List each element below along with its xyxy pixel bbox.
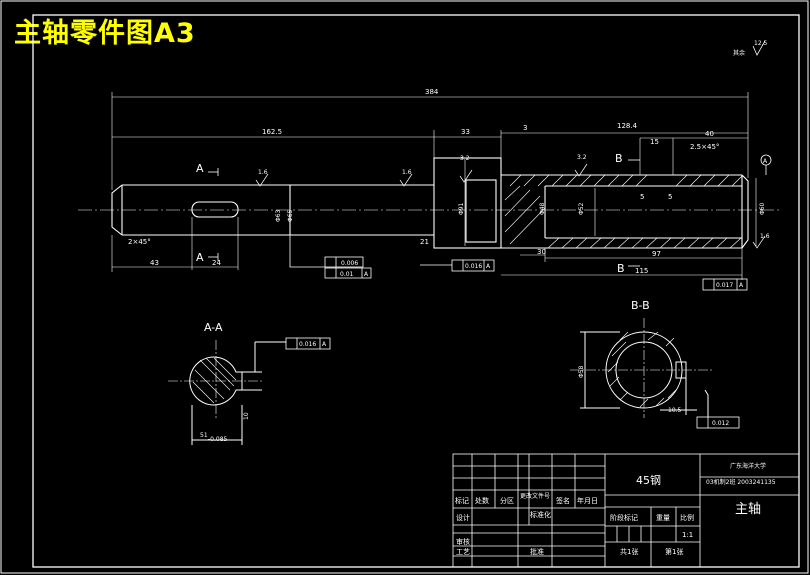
tol-datum1: A — [364, 271, 369, 278]
tol-runout3: 0.017 — [716, 282, 733, 289]
dim-40: 40 — [705, 130, 714, 138]
dim-right-section: 128.4 — [617, 122, 638, 130]
tb-change-doc: 更改文件号 — [520, 492, 550, 500]
roughness-note-value: 12.5 — [754, 40, 768, 47]
section-a-label: A-A — [204, 321, 223, 334]
tol-sym-a-datum: A — [322, 341, 327, 348]
datum-a-symbol: A — [763, 158, 768, 165]
tol-cyl1: 0.006 — [341, 260, 358, 267]
roughness-5: 1.6 — [760, 233, 770, 240]
dim-115: 115 — [635, 267, 648, 275]
tb-count: 处数 — [475, 496, 489, 505]
section-mark-a-bottom: A — [196, 251, 204, 264]
tb-mark: 标记 — [455, 496, 469, 505]
tb-scale-label: 比例 — [680, 513, 694, 522]
dim-mid-section: 33 — [461, 128, 470, 136]
section-b-view — [570, 318, 714, 418]
roughness-2: 1.6 — [402, 169, 412, 176]
tb-approve: 批准 — [530, 547, 544, 556]
tb-class-info: 03机制2班 2003241135 — [706, 478, 776, 486]
tol-runout2: 0.016 — [465, 263, 482, 270]
tb-scale: 1:1 — [682, 531, 693, 539]
tb-signature: 签名 — [556, 496, 570, 505]
tb-review: 审核 — [456, 537, 470, 546]
dim-chamfer-right: 2.5×45° — [690, 143, 719, 151]
tb-sheet-no: 第1张 — [665, 547, 683, 556]
section-b-label: B-B — [631, 299, 650, 312]
dim-dia-right-b: Φ60 — [759, 202, 766, 215]
tb-date: 年月日 — [577, 496, 598, 505]
roughness-symbols — [255, 163, 766, 249]
sec-a-keyway: 10 — [243, 412, 250, 420]
sec-b-dia: Φ58 — [578, 365, 585, 378]
tb-material: 45钢 — [636, 474, 661, 487]
dim-dia-bore: Φ48 — [539, 202, 546, 215]
tb-school: 广东海洋大学 — [730, 462, 766, 470]
section-a-view — [168, 340, 286, 445]
dim-5a: 5 — [640, 193, 644, 201]
dim-24: 24 — [212, 259, 221, 267]
sec-a-tol: -0.085 — [208, 436, 228, 443]
dim-dia-mid: Φ65 — [287, 209, 294, 222]
dim-chamfer-left: 2×45° — [128, 238, 151, 246]
dim-dia-flange: Φ91 — [458, 202, 465, 215]
tb-design: 设计 — [456, 513, 470, 522]
section-markers — [208, 159, 640, 267]
tolerance-frames — [285, 154, 772, 429]
tol-datum2: A — [486, 263, 491, 270]
section-mark-b-bottom: B — [617, 262, 625, 275]
sec-b-width: 10.5 — [668, 407, 682, 414]
dimension-lines — [111, 92, 757, 280]
dim-right-gap: 3 — [523, 124, 527, 132]
tb-standardize: 标准化 — [530, 510, 551, 519]
tb-stage-mark: 阶段标记 — [610, 513, 638, 522]
roughness-1: 1.6 — [258, 169, 268, 176]
dim-dia-right-a: Φ52 — [578, 202, 585, 215]
shaft-outline — [111, 157, 749, 249]
roughness-note-label: 其余 — [733, 49, 745, 57]
tb-weight: 重量 — [656, 514, 670, 522]
tb-process: 工艺 — [456, 548, 470, 556]
tb-zone: 分区 — [500, 496, 514, 505]
roughness-3: 3.2 — [460, 155, 470, 162]
dim-15: 15 — [650, 138, 659, 146]
roughness-note — [752, 40, 766, 56]
tb-part-name: 主轴 — [735, 502, 761, 517]
dim-left-section: 162.5 — [262, 128, 282, 136]
section-mark-b-top: B — [615, 152, 623, 165]
title-block — [452, 453, 800, 568]
dim-5b: 5 — [668, 193, 672, 201]
tol-sym-b: 0.012 — [712, 420, 729, 427]
dim-43: 43 — [150, 259, 159, 267]
dim-dia-left: Φ63 — [275, 209, 282, 222]
dim-97: 97 — [652, 250, 661, 258]
section-hatch — [504, 174, 743, 249]
dim-30: 30 — [537, 248, 546, 256]
tol-datum3: A — [739, 282, 744, 289]
tol-runout1: 0.01 — [340, 271, 354, 278]
tb-sheets-total: 共1张 — [620, 547, 638, 556]
dim-overall: 384 — [425, 88, 439, 96]
sec-a-dim: 51 — [200, 432, 208, 439]
page-title: 主轴零件图A3 — [14, 18, 196, 49]
section-mark-a-top: A — [196, 162, 204, 175]
dim-21: 21 — [420, 238, 429, 246]
tol-sym-a: 0.016 — [299, 341, 316, 348]
roughness-4: 3.2 — [577, 154, 587, 161]
